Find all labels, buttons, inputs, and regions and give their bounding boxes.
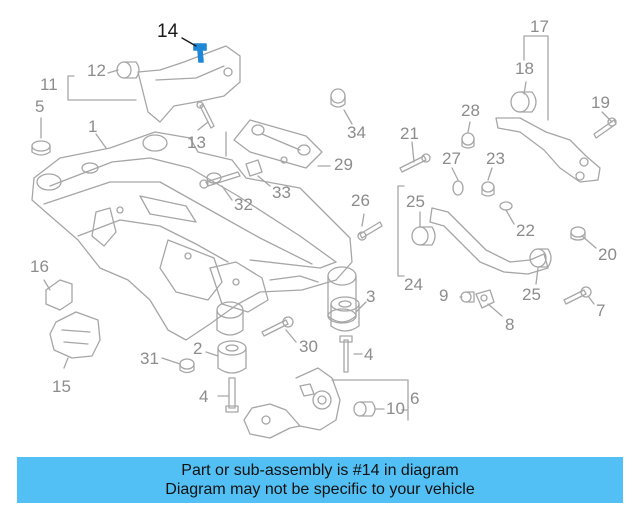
callout-32: 32: [234, 195, 253, 214]
callout-20: 20: [598, 245, 617, 264]
bolt-8: [563, 286, 592, 305]
callout-22: 22: [516, 221, 535, 240]
link-24: [429, 207, 549, 275]
callout-15: 15: [52, 377, 71, 396]
callout-31: 31: [140, 349, 159, 368]
callout-18: 18: [515, 59, 534, 78]
bolt-19: [593, 117, 617, 139]
callout-5: 5: [35, 97, 45, 116]
knuckle-6: [243, 367, 341, 439]
bolt-21: [399, 153, 431, 173]
bushing-25a: [411, 226, 436, 246]
leader-lines: [40, 35, 613, 421]
subframe-assembly: [31, 131, 357, 341]
callout-6: 6: [410, 389, 420, 408]
bracket-9: [475, 289, 495, 309]
callout-2: 2: [193, 339, 203, 358]
callout-21: 21: [400, 124, 419, 143]
callout-4-upper: 4: [364, 345, 374, 364]
callout-12: 12: [87, 61, 106, 80]
nut-34: [330, 88, 346, 108]
callout-23: 23: [486, 149, 505, 168]
link-29: [233, 119, 323, 169]
bushing-18: [510, 91, 537, 113]
banner-line-1: Part or sub-assembly is #14 in diagram: [181, 462, 459, 479]
callout-34: 34: [347, 123, 366, 142]
callout-7: 10: [386, 399, 405, 418]
bushing-3: [330, 296, 360, 332]
callout-10: 9: [439, 286, 449, 305]
callout-24: 24: [404, 275, 423, 294]
nut-20: [570, 226, 586, 241]
washer-27: [452, 180, 464, 196]
washer-22: [499, 201, 513, 211]
mount-16: [45, 279, 73, 311]
callout-8: 7: [596, 301, 606, 320]
bolt-14: [193, 43, 207, 63]
callout-17: 17: [530, 17, 549, 36]
callout-25b: 25: [522, 285, 541, 304]
bushing-7: [353, 401, 376, 417]
nut-23: [481, 181, 495, 197]
bracket-33: [245, 159, 263, 177]
bolt-4-upper: [339, 335, 353, 373]
callout-13: 13: [187, 133, 206, 152]
callout-28: 28: [461, 101, 480, 120]
callout-25a: 25: [406, 192, 425, 211]
callout-29: 29: [334, 155, 353, 174]
callout-30: 30: [299, 337, 318, 356]
bolt-32: [199, 171, 241, 189]
callout-33: 33: [272, 183, 291, 202]
callout-11: 11: [40, 75, 58, 94]
bushing-12: [116, 61, 140, 79]
nut-5: [31, 140, 51, 156]
info-banner: Part or sub-assembly is #14 in diagram D…: [17, 457, 623, 503]
callout-16: 16: [30, 257, 49, 276]
upper-arm-11: [137, 45, 241, 123]
bushing-25b: [529, 248, 552, 268]
callout-1: 1: [88, 117, 98, 136]
callout-9: 8: [505, 315, 515, 334]
bolt-26: [357, 221, 383, 241]
banner-line-2: Diagram may not be specific to your vehi…: [165, 481, 475, 498]
nut-28: [461, 132, 475, 149]
bolt-4-lower: [225, 377, 239, 413]
bolt-13: [196, 101, 215, 129]
callout-14: 14: [157, 21, 179, 42]
parts-diagram: 14 12 11 5 1 13 34 29 33 32 26 17 18 19 …: [30, 17, 617, 439]
callout-27: 27: [442, 149, 461, 168]
callout-26: 26: [351, 191, 370, 210]
callout-3: 3: [366, 287, 376, 306]
nut-31: [179, 358, 195, 374]
callout-19: 19: [591, 93, 610, 112]
callout-4-lower: 4: [199, 387, 209, 406]
lower-arm-17: [495, 117, 601, 183]
nut-10: [460, 291, 475, 303]
diagram-drawing: [31, 35, 617, 439]
bolt-30: [261, 316, 294, 337]
bushing-2: [217, 340, 247, 374]
mount-15: [49, 311, 101, 359]
